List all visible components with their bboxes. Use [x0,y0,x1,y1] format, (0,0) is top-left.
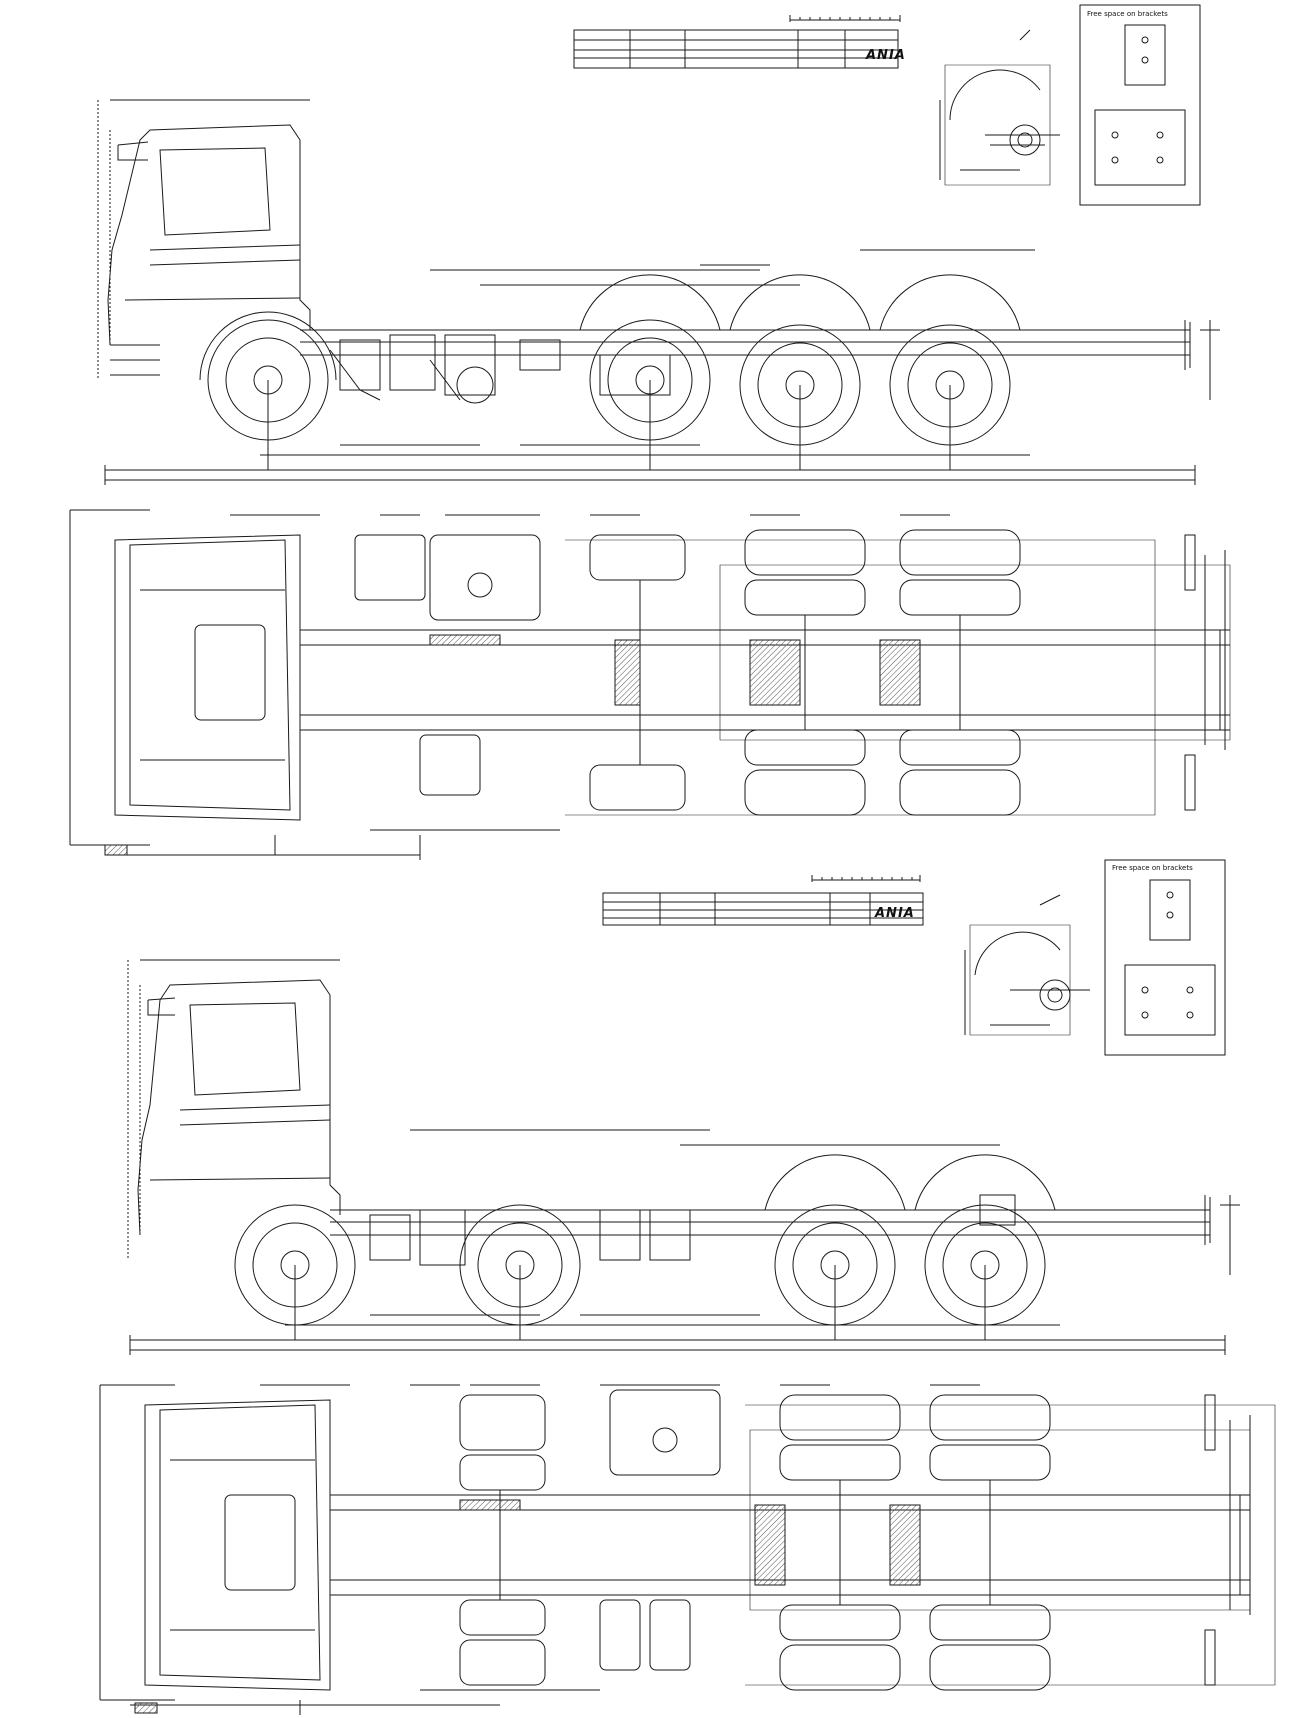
top-view-2 [99,1384,1276,1715]
detail-view-2 [964,894,1090,1036]
title-block-2: ANIA [603,893,923,925]
brand-logo: ANIA [875,906,915,921]
detail-view-1 [939,29,1060,186]
free-space-box-2 [1104,859,1226,1056]
top-view-1 [69,509,1231,860]
side-view-1 [97,99,1220,485]
title-block-2-lines [602,875,924,926]
side-view-2 [127,959,1240,1355]
free-space-label-2: Free space on brackets [1112,864,1193,872]
title-block-1: ANIA [574,30,905,68]
brand-logo: ANIA [866,48,906,63]
title-block-1-lines [573,15,901,69]
free-space-box-1 [1079,4,1201,206]
free-space-label-1: Free space on brackets [1087,10,1168,18]
